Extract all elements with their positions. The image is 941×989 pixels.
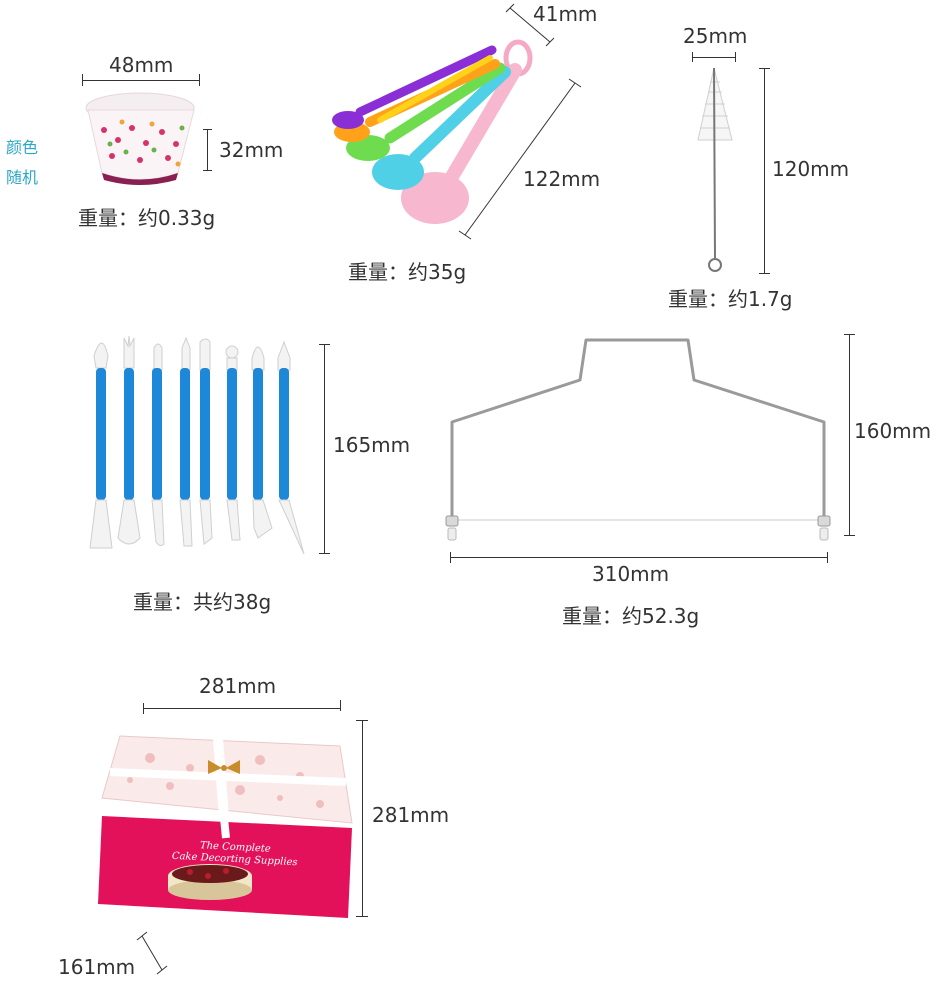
cupcake-height-label: 32mm [219, 138, 284, 162]
box-height-label: 281mm [372, 803, 450, 827]
box-width-line [143, 708, 341, 709]
cupcake-weight: 重量：约0.33g [78, 206, 216, 230]
brush-length-label: 120mm [772, 157, 850, 181]
tools-weight: 重量：共约38g [133, 590, 272, 614]
spoons-weight: 重量：约35g [348, 260, 467, 284]
cupcake-width-line [82, 80, 200, 81]
cupcake-width-label: 48mm [109, 53, 174, 77]
box-height-line [362, 720, 363, 917]
box-depth-line [136, 931, 168, 975]
modelling-tools-image [89, 335, 305, 555]
box-width-label: 281mm [199, 674, 277, 698]
gift-box-image [98, 735, 353, 918]
brush-weight: 重量：约1.7g [668, 287, 793, 311]
cutter-weight: 重量：约52.3g [562, 604, 700, 628]
brush-width-label: 25mm [683, 24, 748, 48]
tools-length-line [324, 344, 325, 554]
cutter-width-label: 310mm [592, 562, 670, 586]
cutter-width-line [450, 557, 828, 558]
color-note-line1: 颜色 [6, 138, 39, 157]
brush-width-line [692, 57, 736, 58]
spoons-width-label: 41mm [533, 2, 598, 26]
cake-leveler-image [445, 338, 831, 541]
color-note-line2: 随机 [6, 168, 39, 187]
box-depth-label: 161mm [58, 955, 136, 979]
measuring-spoons-image [332, 39, 533, 224]
color-random-note: 颜色 随机 [6, 137, 38, 189]
cutter-height-line [849, 334, 850, 536]
spoons-length-line [458, 78, 582, 240]
brush-length-line [764, 68, 765, 274]
spoons-length-label: 122mm [523, 167, 601, 191]
tools-length-label: 165mm [333, 433, 411, 457]
spoons-width-line [505, 3, 555, 47]
cutter-height-label: 160mm [854, 419, 932, 443]
cleaning-brush-image [697, 67, 733, 272]
cupcake-liner-image [85, 92, 195, 185]
